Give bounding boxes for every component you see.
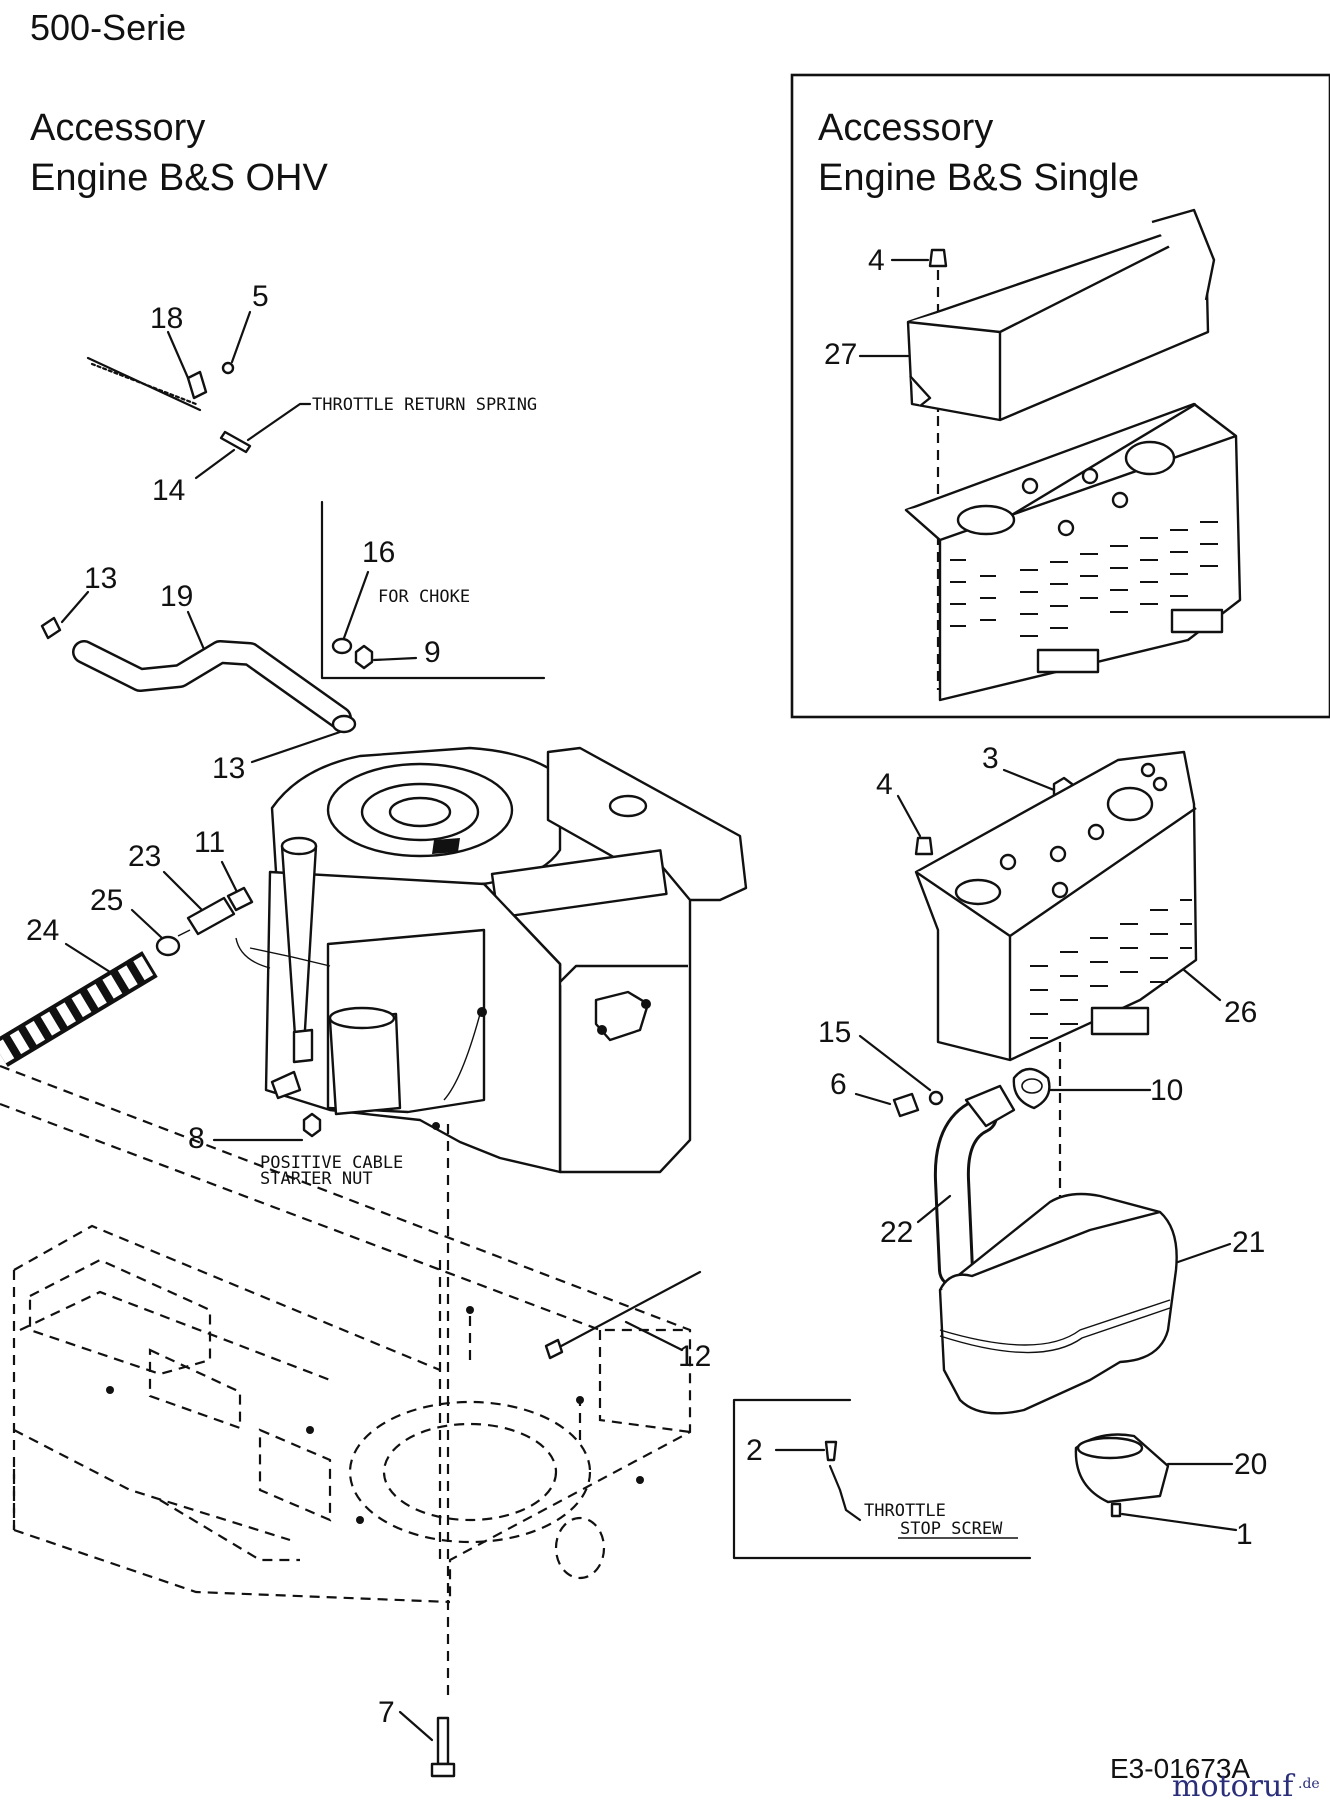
right-section-title-2: Engine B&S Single — [818, 157, 1139, 199]
throttle-stop-frame — [732, 1398, 1032, 1560]
callout-25: 25 — [90, 884, 123, 917]
callout-21: 21 — [1232, 1226, 1265, 1259]
series-title: 500-Serie — [30, 7, 186, 48]
left-section-title-2: Engine B&S OHV — [30, 157, 328, 199]
muffler-guard-26 — [914, 750, 1198, 1062]
callout-9: 9 — [424, 636, 441, 669]
callout-6: 6 — [830, 1068, 847, 1101]
callout-20: 20 — [1234, 1448, 1267, 1481]
callout-5: 5 — [252, 280, 269, 313]
callout-8: 8 — [188, 1122, 205, 1155]
callout-22: 22 — [880, 1216, 913, 1249]
muffler-guard-single — [904, 402, 1242, 702]
callout-26: 26 — [1224, 996, 1257, 1029]
callout-15: 15 — [818, 1016, 851, 1049]
callout-2: 2 — [746, 1434, 763, 1467]
tractor-frame — [0, 1064, 692, 1604]
note-stop-screw: STOP SCREW — [900, 1519, 1003, 1539]
callout-1: 1 — [1236, 1518, 1253, 1551]
watermark-logo: motoruf — [1172, 1769, 1295, 1800]
callout-4-bottom: 4 — [876, 768, 893, 801]
right-section-title-1: Accessory — [818, 107, 993, 149]
callout-12: 12 — [678, 1340, 711, 1373]
callout-27: 27 — [824, 338, 857, 371]
clamp-25 — [155, 935, 181, 957]
washer-16 — [331, 637, 353, 655]
single-engine-box — [790, 73, 1330, 719]
callout-13-bottom: 13 — [212, 752, 245, 785]
nut-8 — [302, 1112, 322, 1138]
bolt-7 — [436, 1716, 450, 1766]
callout-24: 24 — [26, 914, 59, 947]
bolt-4-bottom — [914, 836, 934, 856]
exhaust-pipe-22 — [933, 1084, 1016, 1288]
screw-2 — [824, 1440, 838, 1462]
choke-frame — [320, 500, 546, 680]
bolt-4-top — [928, 248, 948, 268]
guard-slots-single — [950, 521, 1218, 637]
drawing-number: E3-01673A — [1110, 1753, 1250, 1784]
left-section-title-1: Accessory — [30, 107, 205, 149]
callout-23: 23 — [128, 840, 161, 873]
engine-ohv — [249, 746, 748, 1174]
deflector-20 — [1074, 1433, 1170, 1504]
callout-10: 10 — [1150, 1074, 1183, 1107]
callout-18: 18 — [150, 302, 183, 335]
throttle-spring-group — [86, 310, 312, 480]
heat-shield-27 — [906, 208, 1216, 422]
callout-19: 19 — [160, 580, 193, 613]
muffler-21 — [938, 1192, 1178, 1415]
guard-slots-26 — [1030, 899, 1192, 1039]
bolt-6 — [892, 1092, 920, 1118]
callout-11: 11 — [194, 826, 225, 859]
callout-4-top: 4 — [868, 244, 885, 277]
nut-9 — [354, 644, 374, 670]
callout-16: 16 — [362, 536, 395, 569]
note-for-choke: FOR CHOKE — [378, 587, 470, 607]
screw-1 — [1110, 1502, 1122, 1518]
note-throttle: THROTTLE — [864, 1501, 946, 1521]
clamp-13-top — [40, 616, 62, 640]
clamp-13-bottom — [331, 714, 357, 734]
fuel-filter-23 — [186, 896, 236, 936]
note-throttle-return-spring: THROTTLE RETURN SPRING — [312, 395, 537, 415]
callout-7: 7 — [378, 1696, 395, 1729]
fitting-11 — [226, 886, 254, 912]
cable-tie-12 — [548, 1270, 702, 1354]
callout-14: 14 — [152, 474, 185, 507]
note-starter-nut: STARTER NUT — [260, 1169, 373, 1189]
lockwasher-15 — [928, 1090, 944, 1106]
watermark-suffix: .de — [1298, 1776, 1320, 1792]
callout-3: 3 — [982, 742, 999, 775]
note-positive-cable: POSITIVE CABLE — [260, 1153, 403, 1173]
callout-13-top: 13 — [84, 562, 117, 595]
